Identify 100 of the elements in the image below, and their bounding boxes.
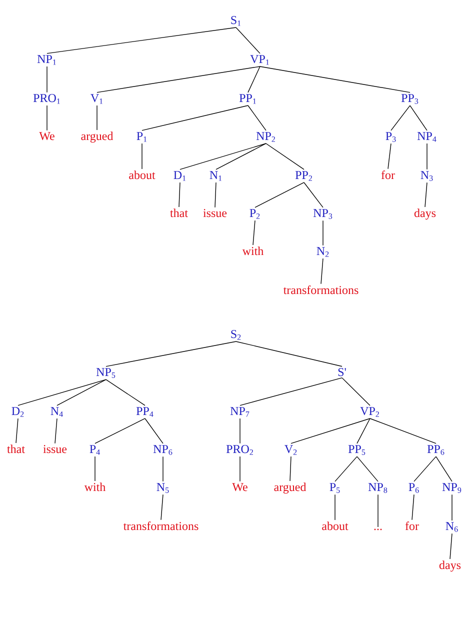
word-label: issue: [203, 209, 227, 218]
tree-branch: [414, 456, 436, 482]
tree-branch: [56, 379, 106, 406]
tree-branch: [240, 377, 342, 406]
tree-branch: [356, 418, 370, 444]
word-label: argued: [81, 132, 114, 143]
tree-branch: [266, 143, 304, 170]
word-label: about: [322, 522, 348, 530]
word-label: transformations: [123, 522, 198, 530]
category-label: S$_{2}$: [231, 330, 241, 340]
word-label: for: [381, 170, 395, 180]
category-label: D$_{2}$: [12, 407, 24, 417]
category-label: NP$_{4}$: [417, 132, 436, 142]
category-label: P$_{1}$: [136, 132, 147, 142]
tree-branch: [94, 456, 96, 482]
tree-branch: [370, 418, 436, 444]
tree-branch: [424, 182, 428, 208]
tree-branch: [236, 341, 342, 367]
tree-branch: [214, 182, 216, 208]
category-label: P$_{4}$: [90, 445, 100, 455]
category-label: N$_{4}$: [50, 407, 63, 417]
category-label: PP$_{2}$: [295, 171, 312, 181]
tree-branch: [18, 379, 106, 406]
category-label: P$_{2}$: [250, 209, 260, 219]
word-label: with: [242, 246, 264, 256]
category-label: NP$_{6}$: [153, 445, 172, 455]
tree-branch: [254, 182, 304, 208]
category-label: PP$_{1}$: [239, 94, 256, 104]
category-label: NP$_{3}$: [313, 209, 332, 219]
word-label: We: [232, 483, 248, 492]
word-label: days: [414, 208, 436, 220]
tree-branch: [180, 143, 266, 170]
tree-branch: [144, 418, 164, 444]
word-label: for: [405, 522, 419, 530]
tree-branch: [162, 456, 164, 482]
word-label: with: [84, 482, 106, 492]
category-label: S$_{1}$: [231, 16, 241, 26]
tree-branch: [436, 456, 452, 482]
tree-branch: [390, 105, 410, 131]
word-label: issue: [43, 445, 67, 454]
word-label: We: [39, 132, 54, 140]
category-label: VP$_{2}$: [360, 407, 379, 417]
category-label: NP$_{9}$: [442, 483, 462, 493]
category-label: PP$_{6}$: [427, 445, 444, 455]
category-label: PRO$_{1}$: [33, 94, 60, 104]
tree-branch: [388, 143, 392, 170]
tree-branch: [94, 418, 146, 444]
tree-branch: [16, 418, 18, 444]
category-label: NP$_{5}$: [96, 368, 116, 378]
category-label: N$_{3}$: [420, 171, 433, 181]
tree-branch: [216, 143, 266, 170]
word-label: about: [129, 170, 156, 180]
category-label: V$_{1}$: [90, 94, 103, 104]
category-label: PP$_{3}$: [401, 94, 418, 104]
category-label: P$_{6}$: [408, 483, 419, 493]
word-label: ...: [374, 528, 382, 530]
tree-branch: [426, 143, 428, 170]
tree-branch: [320, 258, 324, 284]
category-label: N$_{6}$: [446, 522, 458, 532]
tree-branch: [252, 220, 256, 246]
tree-branch: [450, 533, 452, 560]
category-label: V$_{2}$: [284, 445, 297, 455]
tree-branch: [342, 377, 370, 406]
tree-branch: [412, 494, 414, 520]
category-label: NP$_{7}$: [230, 407, 250, 417]
tree-branch: [96, 66, 260, 93]
tree-branch: [46, 105, 48, 131]
tree-branch: [304, 182, 324, 208]
word-label: transformations: [283, 286, 358, 294]
category-label: N$_{1}$: [210, 171, 222, 181]
category-label: NP$_{1}$: [37, 55, 56, 65]
category-label: PP$_{5}$: [348, 445, 366, 455]
category-label: VP$_{1}$: [250, 55, 269, 65]
tree-branch: [142, 105, 248, 131]
category-label: P$_{3}$: [386, 132, 396, 142]
category-label: N$_{5}$: [156, 483, 169, 493]
tree-branch: [410, 105, 428, 131]
tree-branch: [236, 27, 260, 54]
tree-branch: [322, 220, 324, 246]
word-label: that: [7, 444, 25, 454]
category-label: NP$_{2}$: [256, 132, 275, 142]
tree-branch: [290, 456, 292, 482]
tree-branch: [178, 182, 180, 208]
category-label: P$_{5}$: [330, 483, 340, 493]
word-label: argued: [274, 482, 306, 494]
category-label: N$_{2}$: [316, 247, 329, 257]
word-label: that: [170, 208, 188, 218]
tree-branch: [248, 66, 260, 93]
category-label: PP$_{4}$: [136, 407, 154, 417]
tree-branch: [248, 105, 266, 131]
tree-branch: [46, 66, 48, 93]
tree-branch: [290, 418, 370, 444]
tree-branch: [46, 27, 236, 54]
tree-branch: [160, 494, 164, 520]
tree-branch: [54, 418, 58, 444]
tree-branch: [260, 66, 410, 93]
tree-branch: [106, 379, 146, 406]
word-label: days: [439, 560, 461, 572]
tree-branch: [334, 494, 336, 520]
tree-branch: [334, 456, 358, 482]
